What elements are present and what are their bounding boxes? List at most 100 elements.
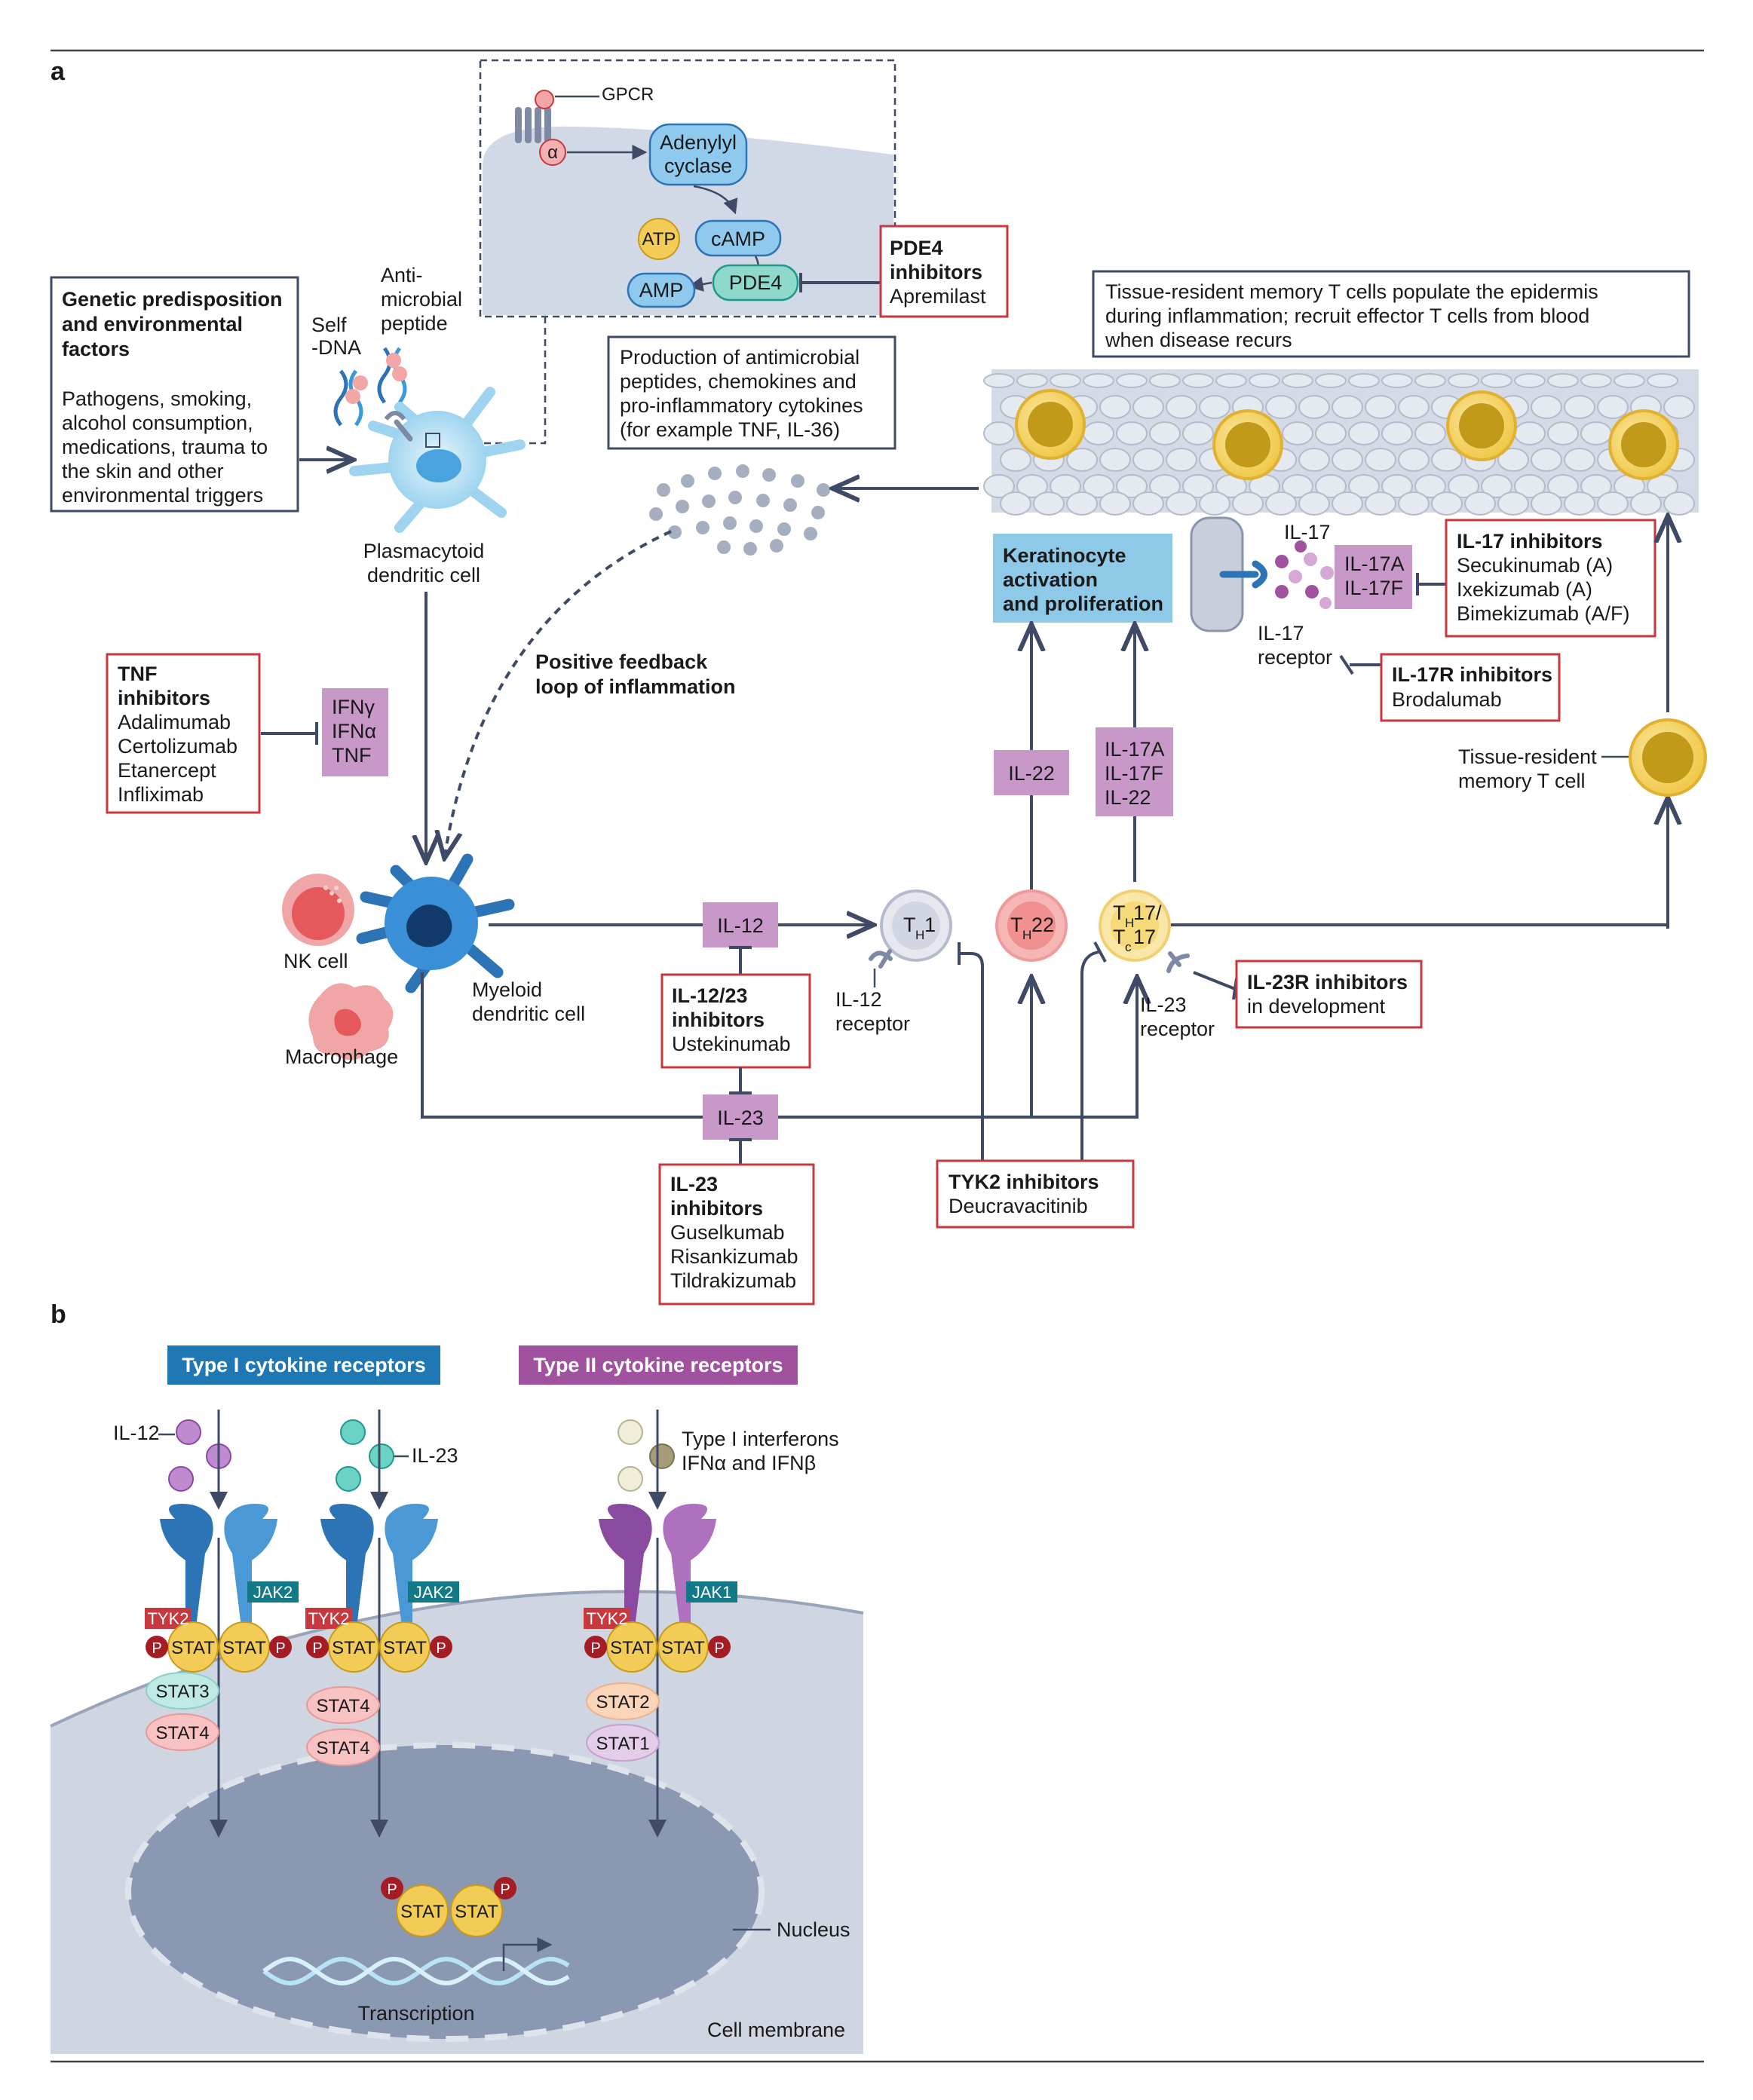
stat4-icon-a [146, 1713, 219, 1751]
tnf-drug-2: Certolizumab [118, 735, 238, 758]
tyk2-label-3: TYK2 [586, 1609, 627, 1628]
antimicrobial-label-2: microbial [381, 288, 462, 311]
genetic-predisposition-box: Genetic predisposition and environmental… [50, 276, 299, 513]
plasmacytoid-dendritic-cell-icon [349, 387, 526, 533]
il23r-inhibitors-title: IL-23R inhibitors [1247, 971, 1408, 993]
il22-cytokine-box: IL-22 [994, 750, 1069, 795]
th22-cell-icon [995, 889, 1068, 962]
il17-label: IL-17 [1284, 521, 1331, 543]
dna-helix-icon [262, 1937, 570, 1986]
cell-membrane-region [50, 1590, 864, 2054]
il12-23-title-1: IL-12/23 [672, 984, 748, 1007]
il23-drug-2: Risankizumab [670, 1245, 798, 1268]
stat1-label: STAT1 [596, 1734, 649, 1754]
nuclear-p-label-a: P [387, 1881, 397, 1898]
il23-drug-3: Tildrakizumab [670, 1269, 796, 1292]
production-box: Production of antimicrobial peptides, ch… [607, 335, 896, 450]
ifn-tnf-cytokine-box: IFNγ IFNα TNF [322, 688, 388, 776]
stat4-label-a: STAT4 [155, 1723, 209, 1743]
pde4-inhibitors-title-1: PDE4 [890, 237, 943, 259]
nuclear-p-a [381, 1877, 403, 1899]
il23-title-1: IL-23 [670, 1173, 718, 1195]
stat2-icon [586, 1682, 660, 1720]
stat2-label: STAT2 [596, 1692, 649, 1713]
il17-drug-3: Bimekizumab (A/F) [1457, 602, 1630, 625]
il23-receptor-label-1: IL-23 [1140, 993, 1187, 1016]
il12-ligand-label: IL-12 [113, 1422, 160, 1444]
nuclear-stat-label-a: STAT [400, 1902, 444, 1922]
p-label-left-1: P [152, 1640, 161, 1657]
trm-line-3: when disease recurs [1105, 329, 1292, 351]
tnf-label: TNF [332, 744, 371, 767]
stat3-label: STAT3 [155, 1682, 209, 1702]
genetic-body-3: medications, trauma to [62, 436, 268, 458]
stat1-icon [586, 1724, 660, 1762]
pde4-label: PDE4 [729, 271, 783, 294]
cytokine-cloud [649, 464, 830, 556]
il23-receptor-label-2: receptor [1140, 1018, 1215, 1040]
gpcr-label: GPCR [602, 84, 654, 105]
trm-cell-label-1: Tissue-resident [1458, 745, 1597, 768]
panel-label-a: a [51, 57, 66, 86]
th17-cell-icon [1099, 889, 1190, 973]
il12-23-drug-1: Ustekinumab [672, 1033, 791, 1055]
genetic-body-1: Pathogens, smoking, [62, 387, 252, 410]
production-line-3: pro-inflammatory cytokines [620, 394, 863, 417]
pde4-enzyme [712, 264, 799, 302]
production-line-1: Production of antimicrobial [620, 346, 860, 369]
th22-label-num: 22 [1031, 914, 1054, 936]
il12-ligand-icon [176, 1419, 201, 1445]
trm-line-1: Tissue-resident memory T cells populate … [1105, 280, 1598, 303]
amp-molecule [627, 272, 696, 308]
nuclear-stat-a [396, 1884, 449, 1937]
production-line-2: peptides, chemokines and [620, 370, 857, 393]
production-line-4: (for example TNF, IL-36) [620, 418, 840, 441]
keratinocyte-label-3: and proliferation [1003, 592, 1163, 615]
tyk2-inhibitors-box: TYK2 inhibitors Deucravacitinib [936, 1159, 1135, 1229]
il17-drug-2: Ixekizumab (A) [1457, 578, 1592, 601]
il23r-inhibitors-box: IL-23R inhibitors in development [1235, 960, 1423, 1029]
amp-label: AMP [639, 279, 684, 302]
il23-ligand-icon [340, 1419, 366, 1445]
tyk2-label-1: TYK2 [147, 1609, 188, 1628]
th1-label-sub: H [915, 928, 924, 942]
interferon-label-1: Type I interferons [682, 1428, 839, 1450]
self-dna-label-2: -DNA [311, 336, 361, 359]
receptor-complex-2 [305, 1410, 459, 1838]
genetic-title-1: Genetic predisposition [62, 288, 283, 311]
il12-label: IL-12 [717, 914, 764, 937]
nk-cell-icon [282, 874, 354, 946]
stat-label-right-2: STAT [383, 1638, 427, 1658]
antimicrobial-label-3: peptide [381, 312, 448, 335]
il17r-inhibitors-title: IL-17R inhibitors [1392, 663, 1552, 686]
macrophage-label: Macrophage [285, 1045, 398, 1068]
alpha-label: α [547, 142, 558, 163]
tc17-label-17: 17 [1133, 926, 1156, 948]
ifn-alpha-label: IFNα [332, 720, 376, 742]
nuclear-stat-label-b: STAT [455, 1902, 498, 1922]
stat3-icon [146, 1672, 219, 1710]
keratinocyte-activation-box: Keratinocyte activation and proliferatio… [993, 534, 1172, 623]
th1-cell-icon [869, 889, 952, 969]
nuclear-stat-b [450, 1884, 503, 1937]
tnf-drug-1: Adalimumab [118, 711, 231, 733]
p-label-left-3: P [590, 1640, 600, 1657]
il17af-line-1: IL-17A [1344, 553, 1405, 575]
genetic-title-2: and environmental [62, 313, 243, 335]
adenylyl-label-1: Adenylyl [660, 131, 737, 154]
adenylyl-cyclase [648, 123, 748, 186]
il23-drug-1: Guselkumab [670, 1221, 785, 1244]
stat4-icon-c [306, 1728, 380, 1766]
jak-label-1: JAK2 [253, 1583, 293, 1602]
genetic-body-5: environmental triggers [62, 484, 263, 507]
pde4-inhibitors-drug: Apremilast [890, 285, 986, 308]
interferon-ligand-icon [618, 1419, 643, 1445]
tnf-drug-4: Infliximab [118, 783, 204, 806]
epidermis-layer [983, 369, 1699, 516]
nucleus-label: Nucleus [777, 1918, 850, 1941]
th22-label-sub: H [1022, 928, 1031, 942]
tc17-label-t: T [1113, 926, 1126, 948]
interferon-label-2: IFNα and IFNβ [682, 1452, 816, 1474]
plasmacytoid-label-2: dendritic cell [367, 564, 480, 586]
gpcr-inset: GPCR α Adenylyl cyclase ATP cAMP PDE4 AM… [479, 59, 896, 318]
